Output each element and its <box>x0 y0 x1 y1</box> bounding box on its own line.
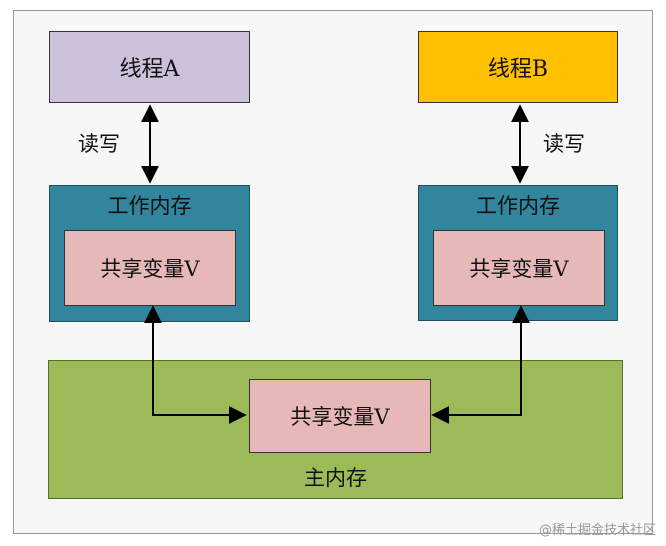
working-memory-b: 工作内存 共享变量V <box>418 185 618 321</box>
read-write-label-a: 读写 <box>78 132 120 156</box>
shared-variable-b-label: 共享变量V <box>469 257 569 281</box>
sync-arrow-a <box>144 305 247 424</box>
thread-a-box: 线程A <box>49 31 250 103</box>
shared-variable-a: 共享变量V <box>64 230 236 306</box>
working-memory-a: 工作内存 共享变量V <box>49 185 250 322</box>
thread-b-label: 线程B <box>487 57 549 82</box>
shared-variable-main: 共享变量V <box>249 379 431 453</box>
read-write-label-b: 读写 <box>543 132 585 156</box>
shared-variable-b: 共享变量V <box>433 230 605 306</box>
shared-variable-a-label: 共享变量V <box>100 257 200 281</box>
thread-a-label: 线程A <box>119 57 180 82</box>
shared-variable-main-label: 共享变量V <box>290 405 390 429</box>
sync-arrow-b <box>431 305 530 424</box>
working-memory-b-title: 工作内存 <box>476 194 560 218</box>
watermark: @稀土掘金技术社区 <box>538 523 656 538</box>
working-memory-a-title: 工作内存 <box>107 194 192 218</box>
main-memory-title: 主内存 <box>304 466 367 490</box>
thread-b-box: 线程B <box>418 31 618 103</box>
